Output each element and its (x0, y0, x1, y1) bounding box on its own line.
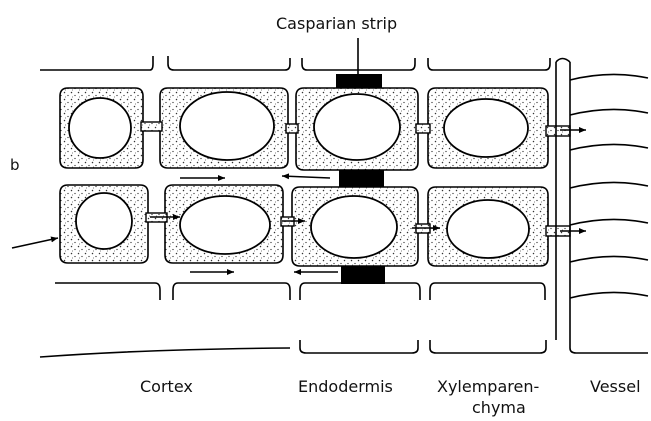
plasmodesma (141, 122, 162, 131)
blocked-apoplast-arrow (282, 176, 330, 178)
region-label-endodermis: Endodermis (298, 377, 393, 396)
vacuole (180, 92, 274, 160)
vacuole (69, 98, 131, 158)
vacuole (447, 200, 529, 258)
casparian-strip-label: Casparian strip (276, 14, 397, 33)
region-label-vessel: Vessel (590, 377, 641, 396)
region-label-xylem-parenchyma: Xylemparen- (437, 377, 539, 396)
vacuole (311, 196, 397, 258)
plasmodesma (416, 124, 430, 133)
region-label-xylem-parenchyma-cont: chyma (472, 398, 526, 417)
vacuole (444, 99, 528, 157)
vessel (556, 59, 648, 341)
vacuole (314, 94, 400, 160)
plasmodesma (286, 124, 298, 133)
plasmodesma-to-vessel (546, 126, 570, 136)
entry-arrow (12, 238, 58, 248)
vacuole (76, 193, 132, 249)
vacuole (180, 196, 270, 254)
top-outer-walls (40, 56, 550, 70)
region-label-cortex: Cortex (140, 377, 193, 396)
panel-label: b (10, 156, 20, 174)
